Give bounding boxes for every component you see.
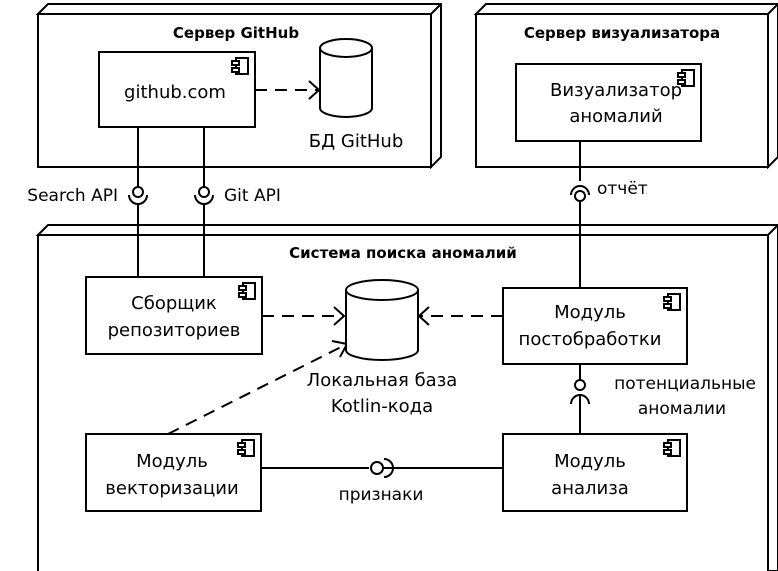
database-label-line: Kotlin-кода	[331, 396, 433, 417]
component-label-line: анализа	[551, 478, 629, 499]
component-postprocessing: Модуль постобработки	[502, 287, 688, 365]
database-local: Локальная база Kotlin-кода	[307, 279, 458, 417]
lollipop-git-api	[198, 186, 210, 198]
component-label-line: репозиториев	[108, 320, 241, 341]
database-github: БД GitHub	[309, 38, 404, 152]
lollipop-potential-anomalies	[574, 379, 586, 391]
interface-label-search-api: Search API	[27, 186, 118, 206]
database-cylinder-body	[345, 290, 419, 361]
database-cylinder-top	[319, 38, 373, 58]
component-box	[515, 63, 702, 142]
component-label-line: Визуализатор	[550, 80, 682, 101]
lollipop-report	[574, 190, 586, 202]
component-icon	[231, 57, 249, 75]
interface-label-potential-anomalies: потенциальные	[614, 374, 756, 394]
node-3d-edge	[430, 3, 442, 15]
lollipop-search-api	[132, 186, 144, 198]
component-visualizer: Визуализатор аномалий	[515, 63, 702, 142]
component-box	[98, 51, 256, 128]
component-collector: Сборщик репозиториев	[85, 276, 263, 355]
database-cylinder-top	[345, 279, 419, 301]
database-label-line: БД GitHub	[309, 131, 404, 152]
interface-label-report: отчёт	[597, 179, 648, 199]
node-title-visualizer-server: Сервер визуализатора	[524, 24, 720, 42]
socket-report	[570, 185, 590, 196]
node-3d-edge	[767, 3, 778, 15]
dependency-vectorization-localdb	[167, 344, 346, 435]
component-label-line: github.com	[124, 82, 226, 103]
database-label-line: Локальная база	[307, 370, 458, 391]
component-label-line: векторизации	[105, 478, 238, 499]
component-icon	[237, 439, 255, 457]
component-icon	[663, 293, 681, 311]
component-box	[502, 287, 688, 365]
component-box	[502, 433, 688, 512]
interface-label-potential-anomalies: аномалии	[638, 399, 726, 419]
database-cylinder-body	[319, 48, 373, 118]
component-label-line: Модуль	[136, 451, 208, 472]
component-icon	[677, 69, 695, 87]
component-box	[85, 433, 262, 512]
node-title-github-server: Сервер GitHub	[173, 24, 299, 42]
component-label-line: Модуль	[554, 302, 626, 323]
lollipop-features	[370, 461, 384, 475]
interface-label-features: признаки	[339, 485, 424, 505]
node-3d-edge	[767, 224, 778, 236]
interface-label-git-api: Git API	[224, 186, 281, 206]
component-box	[85, 276, 263, 355]
component-label-line: Сборщик	[131, 293, 217, 314]
component-icon	[238, 282, 256, 300]
component-label-line: Модуль	[554, 451, 626, 472]
component-label-line: постобработки	[519, 329, 662, 350]
dependency-arrowhead	[333, 306, 346, 326]
component-label-line: аномалий	[569, 106, 662, 127]
component-github-com: github.com	[98, 51, 256, 128]
component-vectorization: Модуль векторизации	[85, 433, 262, 512]
component-icon	[663, 439, 681, 457]
component-analysis: Модуль анализа	[502, 433, 688, 512]
node-title-anomaly-system: Система поиска аномалий	[289, 244, 517, 262]
